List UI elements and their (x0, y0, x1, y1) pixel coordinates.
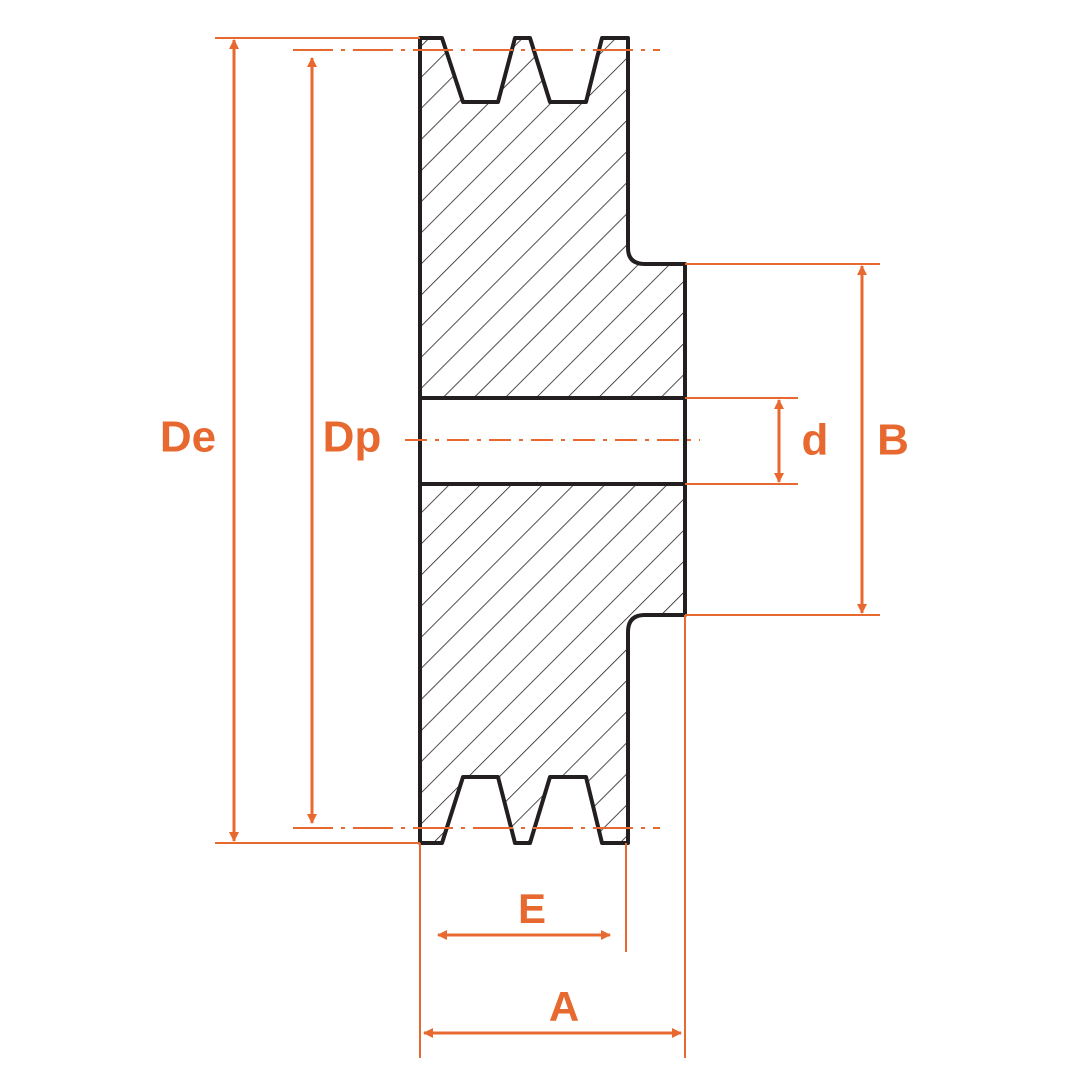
label-dp: Dp (323, 413, 382, 462)
pulley-upper-body (418, 36, 687, 400)
pulley-section-lower (418, 482, 687, 845)
label-a: A (549, 983, 579, 1030)
label-e: E (518, 885, 546, 932)
extension-lines (215, 37, 880, 1058)
pulley-section-upper (418, 36, 687, 400)
pulley-lower-body (418, 482, 687, 845)
label-d: d (802, 416, 829, 465)
dimension-labels: De Dp d B E A (160, 413, 909, 1030)
label-de: De (160, 413, 216, 462)
dimension-arrows (229, 39, 867, 1038)
label-b: B (877, 416, 909, 465)
